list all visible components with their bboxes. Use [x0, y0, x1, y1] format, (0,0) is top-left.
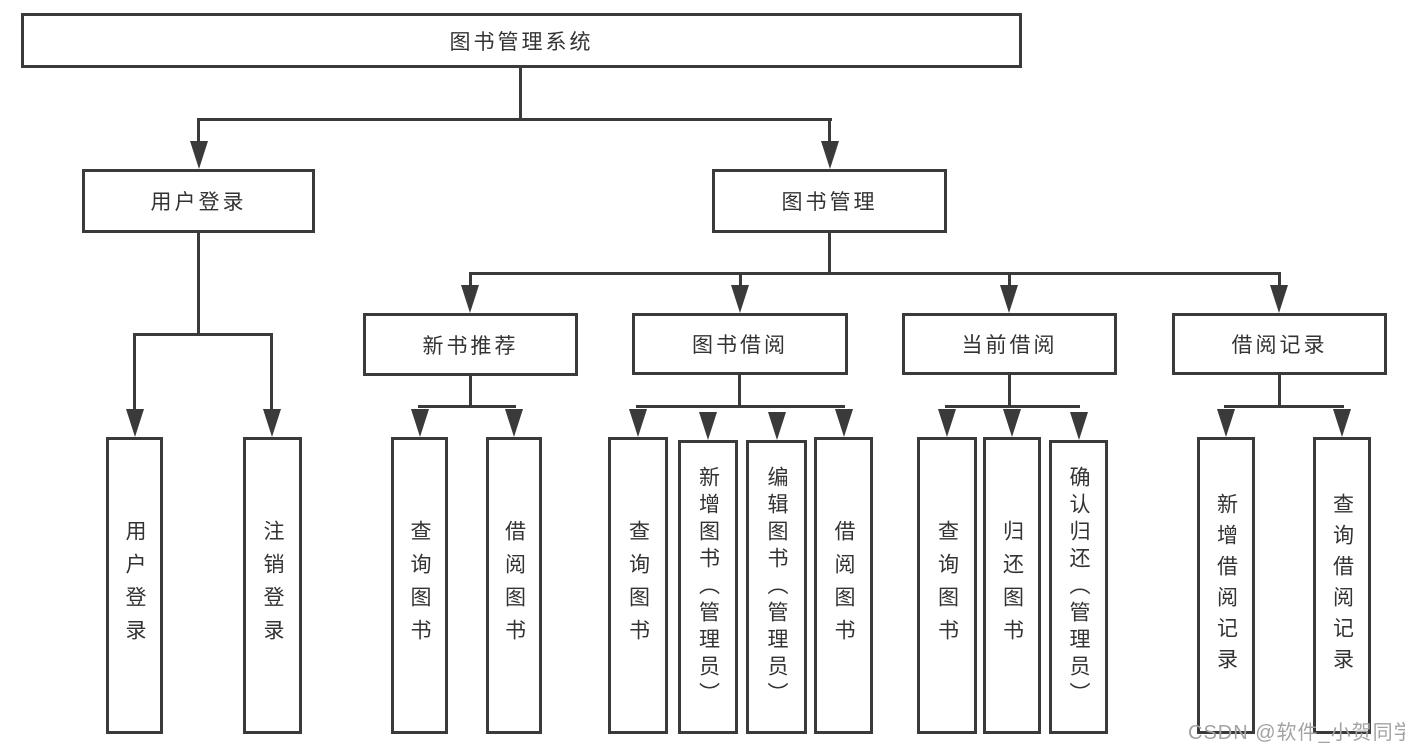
node-user-login: 用户登录: [82, 169, 315, 233]
arrow-down: [461, 285, 479, 313]
arrow-down: [263, 409, 281, 437]
arrow-down: [1270, 285, 1288, 313]
arrow-down: [938, 409, 956, 437]
connector-line: [270, 333, 273, 413]
connector-line: [1278, 375, 1281, 408]
connector-line: [469, 272, 1281, 275]
connector-line: [197, 233, 200, 336]
leaf-query-books: 查询图书: [917, 437, 977, 734]
leaf-edit-books-admin: 编辑图书（管理员）: [746, 440, 807, 734]
arrow-down: [505, 409, 523, 437]
arrow-down: [1000, 285, 1018, 313]
connector-line: [738, 375, 741, 408]
connector-line: [1008, 375, 1011, 408]
connector-line: [739, 272, 742, 290]
connector-line: [945, 405, 1080, 408]
connector-line: [197, 118, 200, 145]
leaf-add-books-admin: 新增图书（管理员）: [678, 440, 738, 734]
connector-line: [1008, 272, 1011, 290]
connector-line: [519, 68, 522, 121]
leaf-logout-login: 注销登录: [243, 437, 302, 734]
leaf-borrow-books: 借阅图书: [814, 437, 873, 734]
connector-line: [133, 333, 273, 336]
connector-line: [1278, 272, 1281, 290]
connector-line: [133, 333, 136, 413]
connector-line: [469, 272, 472, 290]
connector-line: [636, 405, 845, 408]
arrow-down: [190, 141, 208, 169]
connector-line: [197, 118, 832, 121]
node-book-borrowing: 图书借阅: [632, 313, 848, 375]
arrow-down: [731, 285, 749, 313]
leaf-borrow-books: 借阅图书: [486, 437, 542, 734]
node-book-management: 图书管理: [712, 169, 947, 233]
leaf-add-borrow-record: 新增借阅记录: [1197, 437, 1255, 734]
arrow-down: [1070, 412, 1088, 440]
arrow-down: [835, 409, 853, 437]
arrow-down: [629, 409, 647, 437]
arrow-down: [768, 412, 786, 440]
arrow-down: [126, 409, 144, 437]
connector-line: [1224, 405, 1344, 408]
connector-line: [469, 376, 472, 408]
node-library-system: 图书管理系统: [21, 13, 1022, 68]
arrow-down: [411, 409, 429, 437]
arrow-down: [1333, 409, 1351, 437]
arrow-down: [1217, 409, 1235, 437]
connector-line: [828, 118, 831, 145]
leaf-confirm-return-admin: 确认归还（管理员）: [1049, 440, 1108, 734]
leaf-query-borrow-record: 查询借阅记录: [1313, 437, 1371, 734]
leaf-query-books: 查询图书: [608, 437, 668, 734]
leaf-return-books: 归还图书: [983, 437, 1041, 734]
arrow-down: [821, 141, 839, 169]
connector-line: [828, 233, 831, 275]
csdn-watermark: CSDN @软件_小贺同学: [1188, 722, 1405, 744]
node-new-book-recommend: 新书推荐: [363, 313, 578, 376]
arrow-down: [699, 412, 717, 440]
arrow-down: [1003, 409, 1021, 437]
node-borrowing-records: 借阅记录: [1172, 313, 1387, 375]
leaf-user-login: 用户登录: [106, 437, 163, 734]
connector-line: [418, 405, 516, 408]
node-current-borrowing: 当前借阅: [902, 313, 1117, 375]
leaf-query-books: 查询图书: [391, 437, 448, 734]
